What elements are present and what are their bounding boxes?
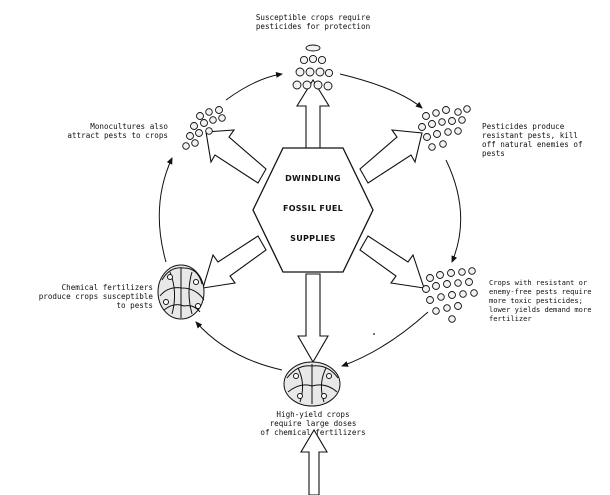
caption-top-line2: pesticides for protection	[255, 22, 371, 31]
stray-dot	[373, 333, 375, 335]
caption-lower-right-line3: more toxic pesticides;	[489, 296, 583, 305]
crop-head-lower-left	[157, 264, 205, 320]
caption-upper-left: Monocultures also attract pests to crops	[18, 122, 168, 140]
caption-lower-right-line4: lower yields demand more	[489, 305, 592, 314]
center-label-line3: SUPPLIES	[290, 234, 336, 243]
pest-cluster-top	[292, 44, 334, 91]
caption-lower-left-line1: Chemical fertilizers	[61, 283, 153, 292]
caption-lower-left-line2: produce crops susceptible	[38, 292, 153, 301]
caption-lower-right-line1: Crops with resistant or	[489, 278, 588, 287]
caption-bottom-line3: of chemical fertilizers	[260, 428, 366, 437]
block-arrow-up	[296, 78, 330, 151]
pest-cluster-upper-left	[182, 106, 226, 150]
crop-head-bottom	[283, 361, 341, 407]
center-hexagon	[252, 147, 374, 273]
block-arrow-upper-left	[205, 129, 267, 184]
pest-cluster-upper-right	[418, 105, 471, 151]
caption-upper-right-line3: off natural enemies of	[482, 140, 583, 149]
center-label-line1: DWINDLING	[285, 174, 341, 183]
block-arrow-down	[297, 273, 329, 364]
pest-clusters	[182, 44, 478, 323]
center-label-line2: FOSSIL FUEL	[282, 204, 344, 213]
block-arrow-input-bottom	[300, 428, 328, 495]
block-arrow-upper-right	[359, 129, 423, 184]
cycle-arrow-top-to-upper-right	[339, 73, 423, 109]
caption-upper-left-line2: attract pests to crops	[67, 131, 168, 140]
cycle-arrow-lower-left-to-upper-left	[158, 157, 173, 263]
caption-bottom-line2: require large doses	[269, 419, 357, 428]
caption-upper-right: Pesticides produce resistant pests, kill…	[482, 122, 606, 158]
cycle-arrow-lower-right-to-bottom	[341, 311, 429, 367]
caption-upper-right-line4: pests	[482, 149, 505, 158]
caption-lower-right-line5: fertilizer	[489, 314, 532, 323]
block-arrow-lower-right	[359, 235, 425, 289]
cycle-arrow-upper-right-to-lower-right	[445, 159, 462, 263]
cycle-arrows	[158, 71, 462, 371]
caption-upper-right-line2: resistant pests, kill	[482, 131, 579, 140]
pest-cluster-lower-right	[422, 267, 478, 323]
cycle-arrow-bottom-to-lower-left	[195, 321, 283, 371]
caption-lower-right-line2: enemy-free pests require	[489, 287, 592, 296]
caption-upper-left-line1: Monocultures also	[90, 122, 168, 131]
caption-lower-right: Crops with resistant or enemy-free pests…	[489, 278, 609, 323]
radiating-arrows	[202, 78, 425, 495]
caption-lower-left-line3: to pests	[116, 301, 153, 310]
cycle-arrow-upper-left-to-top	[225, 71, 283, 101]
caption-top: Susceptible crops require pesticides for…	[236, 13, 390, 31]
caption-upper-right-line1: Pesticides produce	[482, 122, 565, 131]
crop-heads	[157, 264, 341, 407]
caption-lower-left: Chemical fertilizers produce crops susce…	[18, 283, 153, 310]
caption-top-line1: Susceptible crops require	[255, 13, 371, 22]
caption-bottom-line1: High-yield crops	[276, 410, 350, 419]
caption-bottom: High-yield crops require large doses of …	[236, 410, 390, 437]
block-arrow-lower-left	[202, 235, 267, 289]
